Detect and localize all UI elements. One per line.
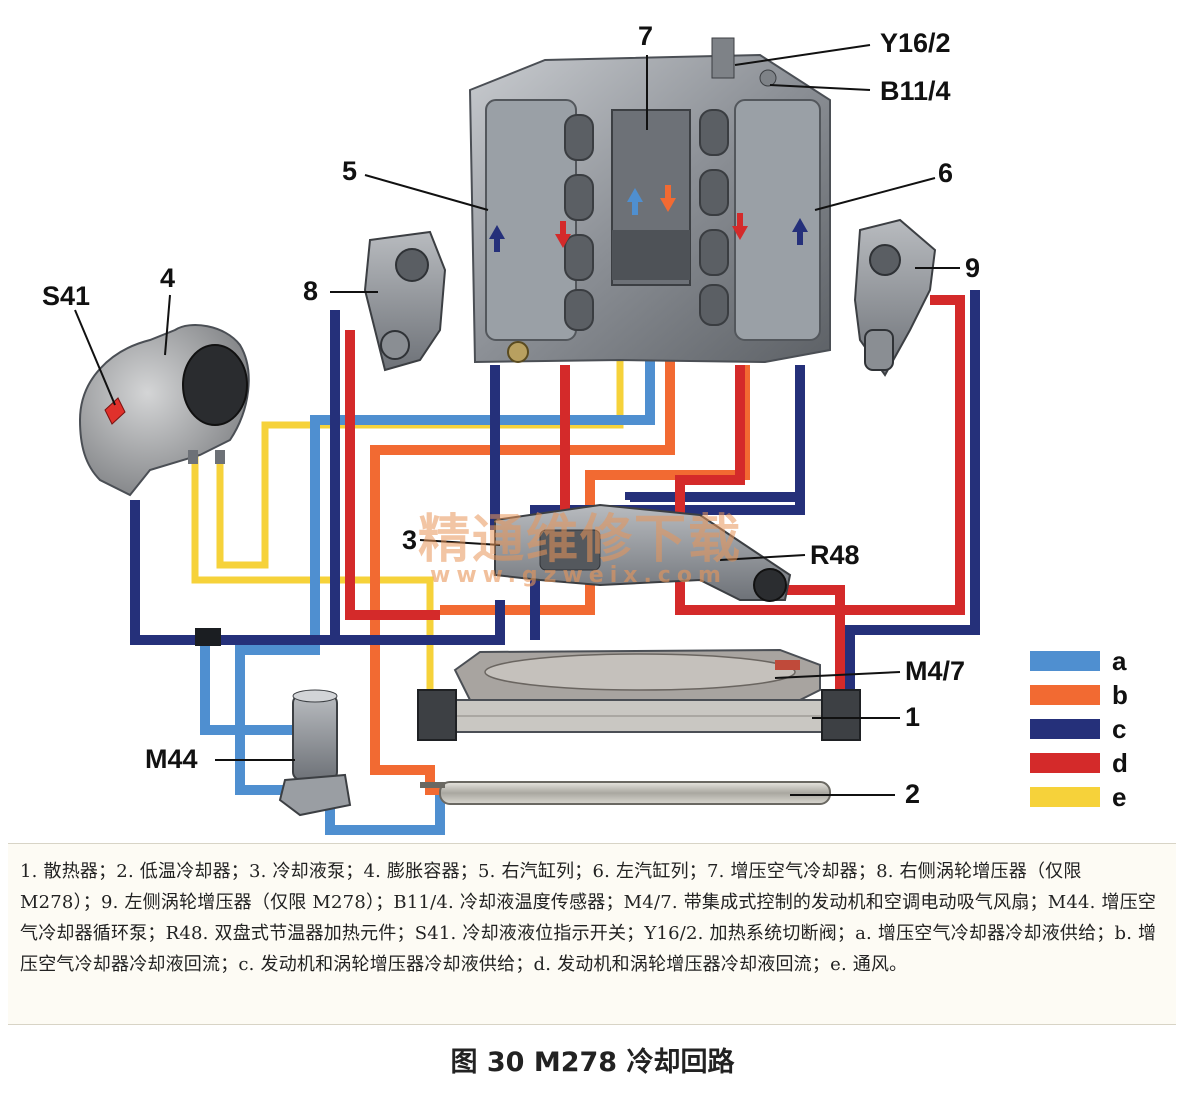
legend-swatch-b — [1030, 685, 1100, 705]
label-coolant-level-switch: S41 — [42, 281, 91, 311]
legend-key-a: a — [1112, 646, 1127, 676]
expansion-tank — [78, 324, 250, 497]
label-coolant-temp-sensor: B11/4 — [880, 76, 951, 106]
charge-air-cooler-pump — [278, 689, 352, 817]
label-charge-air-cooler-pump: M44 — [145, 744, 198, 774]
watermark-url: www.gzweix.com — [430, 563, 727, 588]
thermostat-heater — [753, 568, 787, 602]
legend-key-e: e — [1112, 782, 1127, 812]
left-turbocharger — [853, 218, 937, 377]
label-electric-fan: M4/7 — [905, 656, 966, 686]
label-radiator: 1 — [905, 702, 921, 732]
label-thermostat-heater: R48 — [810, 540, 860, 570]
caption-box: 1. 散热器；2. 低温冷却器；3. 冷却液泵；4. 膨胀容器；5. 右汽缸列；… — [8, 843, 1176, 1025]
label-right-cylinder-bank: 5 — [342, 156, 358, 186]
legend-swatch-a — [1030, 651, 1100, 671]
figure-title: 图 30 M278 冷却回路 — [450, 1047, 735, 1078]
watermark-text: 精通维修下载 — [418, 509, 743, 570]
legend-key-b: b — [1112, 680, 1128, 710]
label-expansion-tank: 4 — [160, 263, 176, 293]
legend-item-d: d — [1030, 750, 1160, 776]
label-charge-air-cooler: 7 — [638, 21, 654, 51]
legend-item-a: a — [1030, 648, 1160, 674]
legend-item-c: c — [1030, 716, 1160, 742]
coolant-temp-sensor — [759, 69, 777, 87]
label-heater-shutoff-valve: Y16/2 — [880, 28, 951, 58]
legend-item-b: b — [1030, 682, 1160, 708]
electric-fan — [453, 648, 821, 701]
label-coolant-pump: 3 — [402, 525, 418, 555]
legend-key-c: c — [1112, 714, 1127, 744]
engine-return-lines — [345, 295, 965, 690]
right-turbocharger — [363, 230, 447, 372]
label-left-turbocharger: 9 — [965, 253, 981, 283]
engine-supply-lines — [130, 290, 980, 690]
line-junction — [195, 628, 221, 646]
label-left-cylinder-bank: 6 — [938, 158, 954, 188]
leader-lines — [74, 44, 960, 796]
label-low-temp-cooler: 2 — [905, 779, 921, 809]
radiator — [417, 689, 861, 741]
legend-swatch-c — [1030, 719, 1100, 739]
engine-flow-arrows — [489, 185, 808, 252]
legend-swatch-e — [1030, 787, 1100, 807]
legend-key-d: d — [1112, 748, 1128, 778]
coolant-pump-assembly — [494, 503, 792, 602]
label-right-turbocharger: 8 — [303, 276, 319, 306]
low-temp-cooler — [420, 781, 831, 805]
legend-swatch-d — [1030, 753, 1100, 773]
caption-text: 1. 散热器；2. 低温冷却器；3. 冷却液泵；4. 膨胀容器；5. 右汽缸列；… — [20, 861, 1157, 975]
heater-shutoff-valve — [711, 37, 735, 79]
legend-item-e: e — [1030, 784, 1160, 810]
engine-block — [468, 37, 831, 364]
